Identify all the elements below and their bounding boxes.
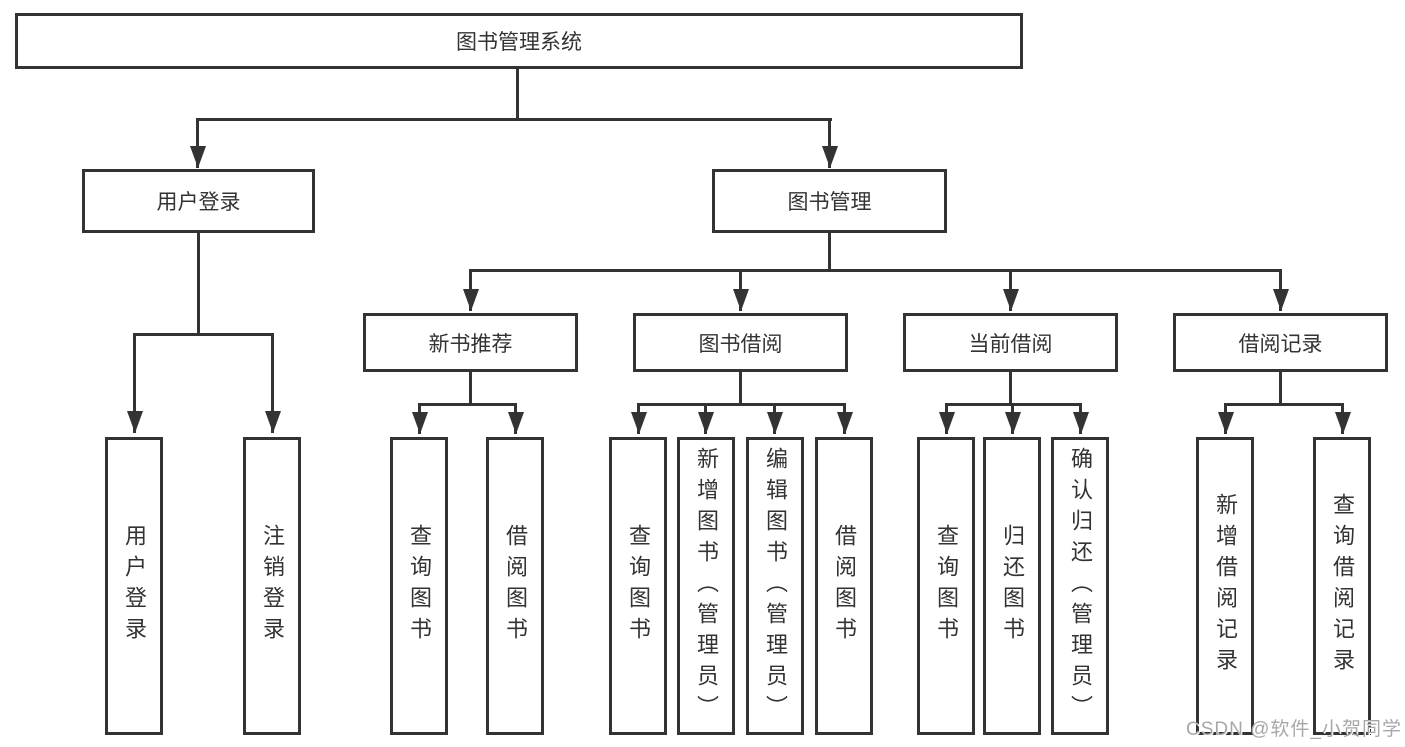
connector-recommend-drop xyxy=(469,366,472,406)
arrow-records-child2-icon xyxy=(1341,403,1344,434)
arrow-to-book-management-icon xyxy=(828,118,831,168)
leaf-borrow-books-borrowing: 借阅图书 xyxy=(815,437,873,735)
node-new-book-recommendation: 新书推荐 xyxy=(363,313,578,372)
arrow-to-leaf-user-login-icon xyxy=(133,333,136,433)
arrow-borrowing-child3-icon xyxy=(773,403,776,434)
leaf-borrow-books-borrowing-label: 借阅图书 xyxy=(832,524,857,648)
connector-borrowing-drop xyxy=(739,366,742,406)
arrow-to-new-book-recommendation-icon xyxy=(469,269,472,311)
arrow-recommend-child1-icon xyxy=(418,403,421,434)
node-library-management-system: 图书管理系统 xyxy=(15,13,1023,69)
leaf-query-books-current: 查询图书 xyxy=(917,437,975,735)
connector-root-bus xyxy=(196,118,832,121)
connector-user-login-drop xyxy=(197,230,200,335)
leaf-borrow-books-recommend: 借阅图书 xyxy=(486,437,544,735)
connector-recommend-bus xyxy=(418,403,517,406)
node-current-borrowing: 当前借阅 xyxy=(903,313,1118,372)
leaf-logout-label: 注销登录 xyxy=(260,524,285,648)
leaf-borrow-books-recommend-label: 借阅图书 xyxy=(503,524,528,648)
arrow-current-child1-icon xyxy=(945,403,948,434)
arrow-to-borrowing-records-icon xyxy=(1279,269,1282,311)
arrow-records-child1-icon xyxy=(1224,403,1227,434)
connector-current-drop xyxy=(1009,366,1012,406)
connector-records-bus xyxy=(1224,403,1344,406)
arrow-borrowing-child4-icon xyxy=(843,403,846,434)
leaf-edit-books-admin-label: 编辑图书（管理员） xyxy=(763,446,788,726)
arrow-borrowing-child2-icon xyxy=(704,403,707,434)
leaf-query-borrow-record: 查询借阅记录 xyxy=(1313,437,1371,735)
node-borrowing-records: 借阅记录 xyxy=(1173,313,1388,372)
leaf-logout: 注销登录 xyxy=(243,437,301,735)
leaf-query-books-borrowing-label: 查询图书 xyxy=(626,524,651,648)
arrow-to-user-login-icon xyxy=(196,118,199,168)
arrow-to-leaf-logout-icon xyxy=(271,333,274,433)
leaf-add-borrow-record: 新增借阅记录 xyxy=(1196,437,1254,735)
leaf-query-books-recommend-label: 查询图书 xyxy=(407,524,432,648)
leaf-add-books-admin-label: 新增图书（管理员） xyxy=(694,446,719,726)
leaf-query-books-borrowing: 查询图书 xyxy=(609,437,667,735)
node-user-login: 用户登录 xyxy=(82,169,315,233)
connector-records-drop xyxy=(1279,366,1282,406)
leaf-user-login-label: 用户登录 xyxy=(122,524,147,648)
node-book-management: 图书管理 xyxy=(712,169,947,233)
arrow-recommend-child2-icon xyxy=(514,403,517,434)
leaf-query-borrow-record-label: 查询借阅记录 xyxy=(1330,493,1355,679)
leaf-return-books: 归还图书 xyxy=(983,437,1041,735)
node-book-borrowing: 图书借阅 xyxy=(633,313,848,372)
arrow-current-child2-icon xyxy=(1011,403,1014,434)
leaf-user-login: 用户登录 xyxy=(105,437,163,735)
leaf-query-books-recommend: 查询图书 xyxy=(390,437,448,735)
arrow-current-child3-icon xyxy=(1079,403,1082,434)
arrow-to-current-borrowing-icon xyxy=(1009,269,1012,311)
leaf-confirm-return-admin: 确认归还（管理员） xyxy=(1051,437,1109,735)
connector-book-management-bus xyxy=(469,269,1282,272)
leaf-query-books-current-label: 查询图书 xyxy=(934,524,959,648)
leaf-add-borrow-record-label: 新增借阅记录 xyxy=(1213,493,1238,679)
connector-user-login-bus xyxy=(133,333,274,336)
leaf-return-books-label: 归还图书 xyxy=(1000,524,1025,648)
arrow-borrowing-child1-icon xyxy=(637,403,640,434)
csdn-watermark: CSDN @软件_小贺同学 xyxy=(1186,719,1402,740)
arrow-to-book-borrowing-icon xyxy=(739,269,742,311)
leaf-add-books-admin: 新增图书（管理员） xyxy=(677,437,735,735)
connector-borrowing-bus xyxy=(637,403,846,406)
connector-root-drop xyxy=(516,66,519,121)
leaf-confirm-return-admin-label: 确认归还（管理员） xyxy=(1068,446,1093,726)
leaf-edit-books-admin: 编辑图书（管理员） xyxy=(746,437,804,735)
connector-book-management-drop xyxy=(828,230,831,272)
